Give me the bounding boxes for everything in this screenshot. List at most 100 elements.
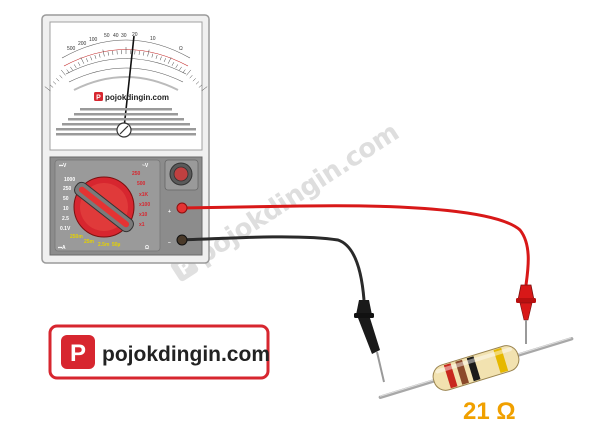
scale-tick	[112, 50, 114, 55]
meter-needle	[123, 35, 135, 129]
scale-tick	[66, 69, 70, 73]
dial-label: 500	[137, 181, 146, 187]
scale-label: 10	[150, 36, 156, 42]
scale-label: 30	[121, 33, 127, 39]
scale-tick	[94, 54, 97, 59]
scale-tick	[52, 81, 57, 85]
screen-logo-glyph: P	[96, 95, 101, 102]
black-probe[interactable]	[354, 300, 385, 383]
scale-tick	[56, 78, 60, 82]
scale-tick	[59, 75, 63, 79]
label-dcv: ⎓V	[59, 163, 67, 169]
dial-label: 2.5m	[98, 242, 110, 248]
ohm-symbol: Ω	[179, 46, 183, 52]
scale-tick	[138, 50, 140, 55]
watermark-text: pojokdingin.com	[191, 117, 405, 270]
scale-tick	[102, 49, 105, 57]
probe-wires	[181, 204, 530, 301]
scale-label: 100	[89, 37, 98, 43]
brand-text: pojokdingin.com	[102, 343, 270, 366]
resistor-band-1	[443, 363, 458, 389]
dial-label: x10	[139, 212, 148, 218]
label-ohm: Ω	[145, 245, 149, 251]
label-dca: ⎓A	[58, 245, 66, 251]
scale-tick	[179, 66, 182, 71]
multimeter: 500 200 100 50 40 30 20 10 Ω P pojokding…	[41, 14, 210, 264]
scale-tick	[155, 54, 158, 59]
scale-tick	[198, 84, 203, 88]
scale-label: 40	[113, 33, 119, 39]
brand-badge: P pojokdingin.com	[48, 324, 270, 380]
scale-tick	[80, 57, 85, 64]
scale-tick	[195, 81, 200, 85]
scale-tick	[73, 64, 77, 69]
scale-tick	[143, 51, 145, 56]
brand-badge-frame	[48, 324, 270, 380]
dial-label: x1K	[139, 192, 149, 198]
scale-tick	[49, 84, 54, 88]
scale-tick	[70, 66, 73, 71]
screen-logo: P pojokdingin.com	[94, 92, 169, 102]
scale-tick	[147, 49, 150, 57]
dial-label: 25m	[84, 239, 95, 245]
scale-tick	[90, 56, 93, 61]
scale-tick	[182, 69, 186, 73]
dial-label: 1000	[64, 177, 75, 183]
jack-plus-label: +	[168, 209, 171, 215]
dial-label: 2.5	[62, 216, 69, 222]
scale-label: 200	[78, 41, 87, 47]
scale-label: 500	[67, 46, 76, 52]
black-probe-wire	[181, 235, 366, 301]
resistor-value-label: 21 Ω	[463, 398, 516, 425]
resistor-band-2	[455, 359, 469, 385]
range-selector-knob[interactable]	[72, 176, 136, 238]
dial-left-labels: 1000 250 50 10 2.5 0.1V	[60, 177, 75, 232]
scale-tick	[192, 78, 196, 82]
brand-logo-glyph: P	[70, 340, 86, 367]
knob-pointer	[78, 186, 130, 228]
dial-label: x1	[139, 222, 145, 228]
scale-tick	[159, 56, 162, 61]
jack-positive[interactable]	[176, 202, 188, 214]
red-probe-wire	[181, 204, 530, 286]
dial-label: 50µ	[112, 242, 121, 248]
scale-arc-volt	[65, 58, 187, 75]
label-acv: ~V	[142, 163, 149, 169]
scale-tick	[107, 51, 109, 56]
scale-label: 20	[132, 32, 138, 38]
screen-logo-icon	[94, 92, 103, 101]
black-probe-tip	[376, 351, 385, 383]
scale-ticks	[44, 47, 208, 92]
scale-arc-ohm	[61, 39, 191, 59]
dial-label: 50	[63, 196, 69, 202]
scale-tick	[163, 58, 166, 62]
dial-label: x100	[139, 202, 150, 208]
dial-label: 250	[132, 171, 141, 177]
jack-minus-label: −	[168, 240, 171, 246]
dial-right-labels: 250 500 x1K x100 x10 x1	[132, 171, 150, 228]
dial-label: 250	[63, 186, 72, 192]
dial-label: 10	[63, 206, 69, 212]
scale-top-labels: 500 200 100 50 40 30 20 10 Ω	[67, 32, 183, 52]
meter-scale	[61, 39, 191, 83]
scale-tick	[201, 86, 208, 92]
scale-tick	[151, 53, 154, 58]
jack-negative[interactable]	[176, 234, 188, 246]
red-probe[interactable]	[516, 284, 536, 344]
mirror-strip	[73, 76, 179, 91]
resistor-band-4	[493, 347, 509, 374]
scale-arc-ac	[68, 67, 184, 83]
dial-label: 250m	[70, 234, 83, 240]
scale-label: 50	[104, 33, 110, 39]
scale-tick	[175, 64, 179, 69]
scale-tick	[98, 53, 101, 58]
scale-tick	[44, 86, 51, 92]
brand-logo-icon	[61, 335, 95, 369]
resistor-band-3	[466, 356, 481, 382]
scale-tick	[77, 62, 81, 66]
dial-bottom-labels: 250m 25m 2.5m 50µ	[70, 234, 121, 248]
scale-tick	[167, 57, 172, 64]
resistor	[378, 337, 574, 399]
scale-tick	[189, 75, 193, 79]
